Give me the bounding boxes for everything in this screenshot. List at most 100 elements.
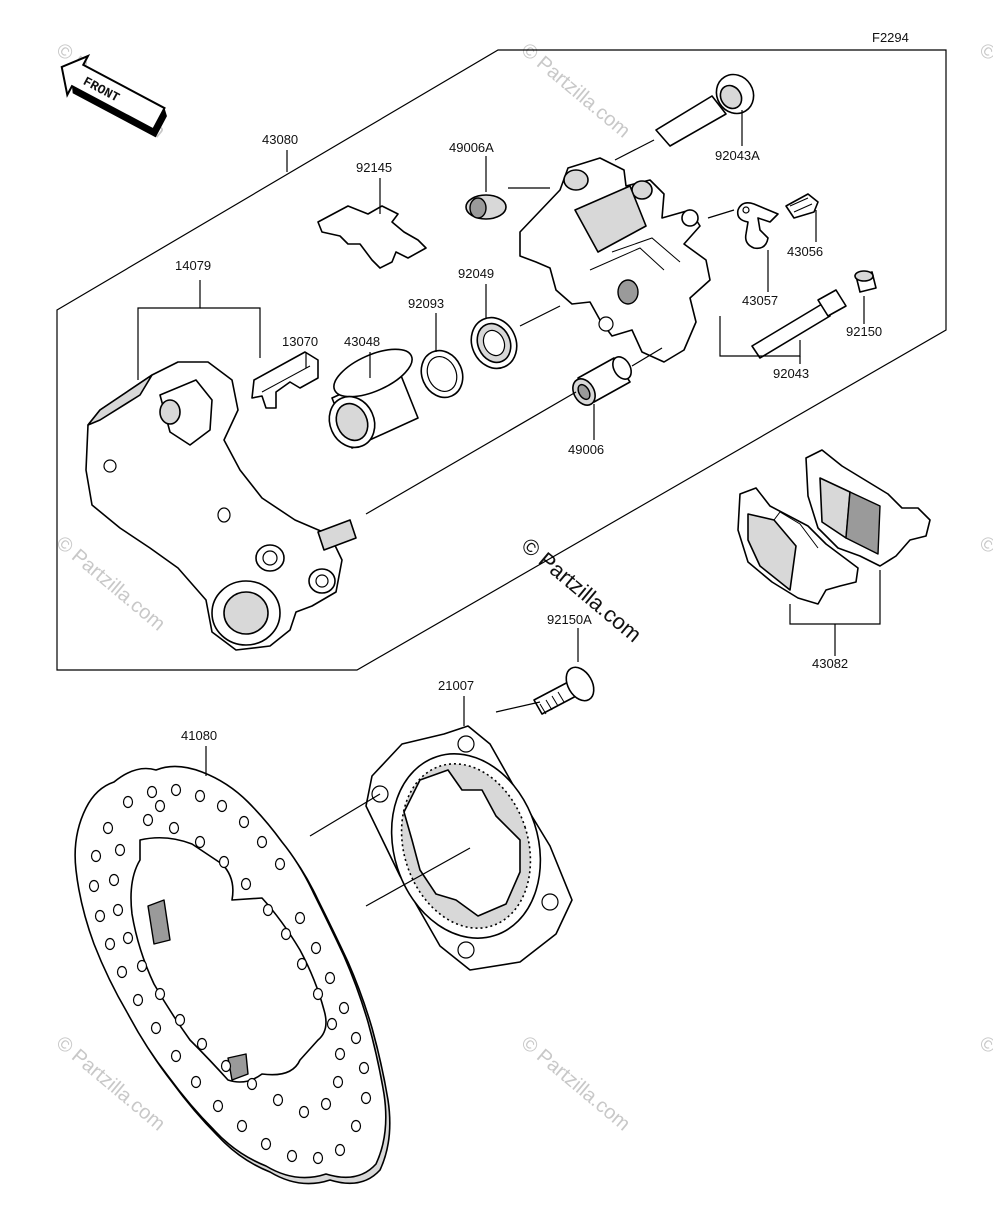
disc-holes bbox=[88, 783, 372, 1165]
disc-vent-hole bbox=[320, 1097, 332, 1111]
disc-vent-hole bbox=[298, 1105, 310, 1119]
disc-vent-hole bbox=[114, 843, 126, 857]
disc-vent-hole bbox=[132, 993, 144, 1007]
disc-vent-hole bbox=[196, 1037, 208, 1051]
figure-code: F2294 bbox=[872, 30, 909, 45]
watermark: © Partzilla.com bbox=[975, 39, 993, 142]
label-43056: 43056 bbox=[787, 244, 823, 259]
disc-vent-hole bbox=[358, 1061, 370, 1075]
label-49006A: 49006A bbox=[449, 140, 494, 155]
boot-lower bbox=[572, 356, 632, 406]
label-43082: 43082 bbox=[812, 656, 848, 671]
label-92049: 92049 bbox=[458, 266, 494, 281]
disc-vent-hole bbox=[102, 821, 114, 835]
disc-bolt bbox=[533, 666, 595, 715]
disc-vent-hole bbox=[240, 877, 252, 891]
disc-vent-hole bbox=[104, 937, 116, 951]
disc-vent-hole bbox=[246, 1077, 258, 1091]
brake-pad-rear bbox=[805, 449, 931, 567]
disc-vent-hole bbox=[154, 987, 166, 1001]
disc-vent-hole bbox=[296, 957, 308, 971]
label-43057: 43057 bbox=[742, 293, 778, 308]
disc-vent-hole bbox=[274, 857, 286, 871]
label-14079: 14079 bbox=[175, 258, 211, 273]
disc-vent-hole bbox=[312, 1151, 324, 1165]
label-13070: 13070 bbox=[282, 334, 318, 349]
disc-vent-hole bbox=[154, 799, 166, 813]
brake-disc bbox=[74, 765, 391, 1185]
disc-vent-hole bbox=[194, 789, 206, 803]
label-92145: 92145 bbox=[356, 160, 392, 175]
label-21007: 21007 bbox=[438, 678, 474, 693]
front-arrow-icon: FRONT bbox=[60, 54, 167, 138]
disc-vent-hole bbox=[272, 1093, 284, 1107]
disc-vent-hole bbox=[108, 873, 120, 887]
disc-vent-hole bbox=[190, 1075, 202, 1089]
label-92150A: 92150A bbox=[547, 612, 592, 627]
disc-vent-hole bbox=[334, 1047, 346, 1061]
disc-vent-hole bbox=[312, 987, 324, 1001]
anti-rattle-spring bbox=[317, 205, 427, 269]
label-92043: 92043 bbox=[773, 366, 809, 381]
brake-pad-front bbox=[737, 487, 859, 605]
watermark: © Partzilla.com bbox=[975, 532, 993, 635]
caliper-bracket bbox=[85, 361, 357, 651]
disc-vent-hole bbox=[324, 971, 336, 985]
disc-vent-hole bbox=[94, 909, 106, 923]
disc-vent-hole bbox=[220, 1059, 232, 1073]
disc-vent-hole bbox=[150, 1021, 162, 1035]
abs-sensor-rotor bbox=[365, 725, 573, 971]
caliper-pin-upper bbox=[655, 73, 755, 147]
watermark: © Partzilla.com bbox=[517, 39, 634, 142]
disc-vent-hole bbox=[146, 785, 158, 799]
label-41080: 41080 bbox=[181, 728, 217, 743]
watermark: © Partzilla.com bbox=[517, 1032, 634, 1135]
label-92093: 92093 bbox=[408, 296, 444, 311]
disc-vent-hole bbox=[262, 903, 274, 917]
disc-vent-hole bbox=[280, 927, 292, 941]
disc-vent-hole bbox=[212, 1099, 224, 1113]
cap-92150 bbox=[854, 270, 877, 293]
caliper-body bbox=[519, 157, 711, 363]
bleeder-valve bbox=[785, 193, 819, 219]
dust-seal bbox=[470, 316, 518, 370]
label-43048: 43048 bbox=[344, 334, 380, 349]
disc-vent-hole bbox=[334, 1143, 346, 1157]
disc-vent-hole bbox=[90, 849, 102, 863]
part-labels: 43080 92145 49006A 92043A 14079 92049 43… bbox=[175, 132, 882, 743]
bleeder-cap bbox=[736, 202, 779, 250]
disc-vent-hole bbox=[122, 931, 134, 945]
disc-vent-hole bbox=[350, 1119, 362, 1133]
disc-vent-hole bbox=[216, 799, 228, 813]
disc-vent-hole bbox=[194, 835, 206, 849]
disc-vent-hole bbox=[332, 1075, 344, 1089]
disc-vent-hole bbox=[236, 1119, 248, 1133]
disc-vent-hole bbox=[88, 879, 100, 893]
label-43080: 43080 bbox=[262, 132, 298, 147]
disc-vent-hole bbox=[326, 1017, 338, 1031]
assembly-outline bbox=[56, 49, 947, 671]
disc-vent-hole bbox=[350, 1031, 362, 1045]
disc-vent-hole bbox=[174, 1013, 186, 1027]
watermark: © Partzilla.com bbox=[975, 1032, 993, 1135]
disc-vent-hole bbox=[260, 1137, 272, 1151]
disc-vent-hole bbox=[116, 965, 128, 979]
caliper-pin-lower bbox=[751, 289, 847, 359]
piston bbox=[328, 348, 419, 449]
disc-vent-hole bbox=[294, 911, 306, 925]
disc-vent-hole bbox=[218, 855, 230, 869]
disc-vent-hole bbox=[112, 903, 124, 917]
disc-vent-hole bbox=[238, 815, 250, 829]
label-92043A: 92043A bbox=[715, 148, 760, 163]
disc-vent-hole bbox=[170, 783, 182, 797]
pad-spring bbox=[251, 351, 319, 409]
leader-lines bbox=[137, 110, 881, 907]
disc-vent-hole bbox=[338, 1001, 350, 1015]
disc-vent-hole bbox=[168, 821, 180, 835]
label-92150: 92150 bbox=[846, 324, 882, 339]
disc-vent-hole bbox=[170, 1049, 182, 1063]
disc-vent-hole bbox=[256, 835, 268, 849]
disc-vent-hole bbox=[136, 959, 148, 973]
